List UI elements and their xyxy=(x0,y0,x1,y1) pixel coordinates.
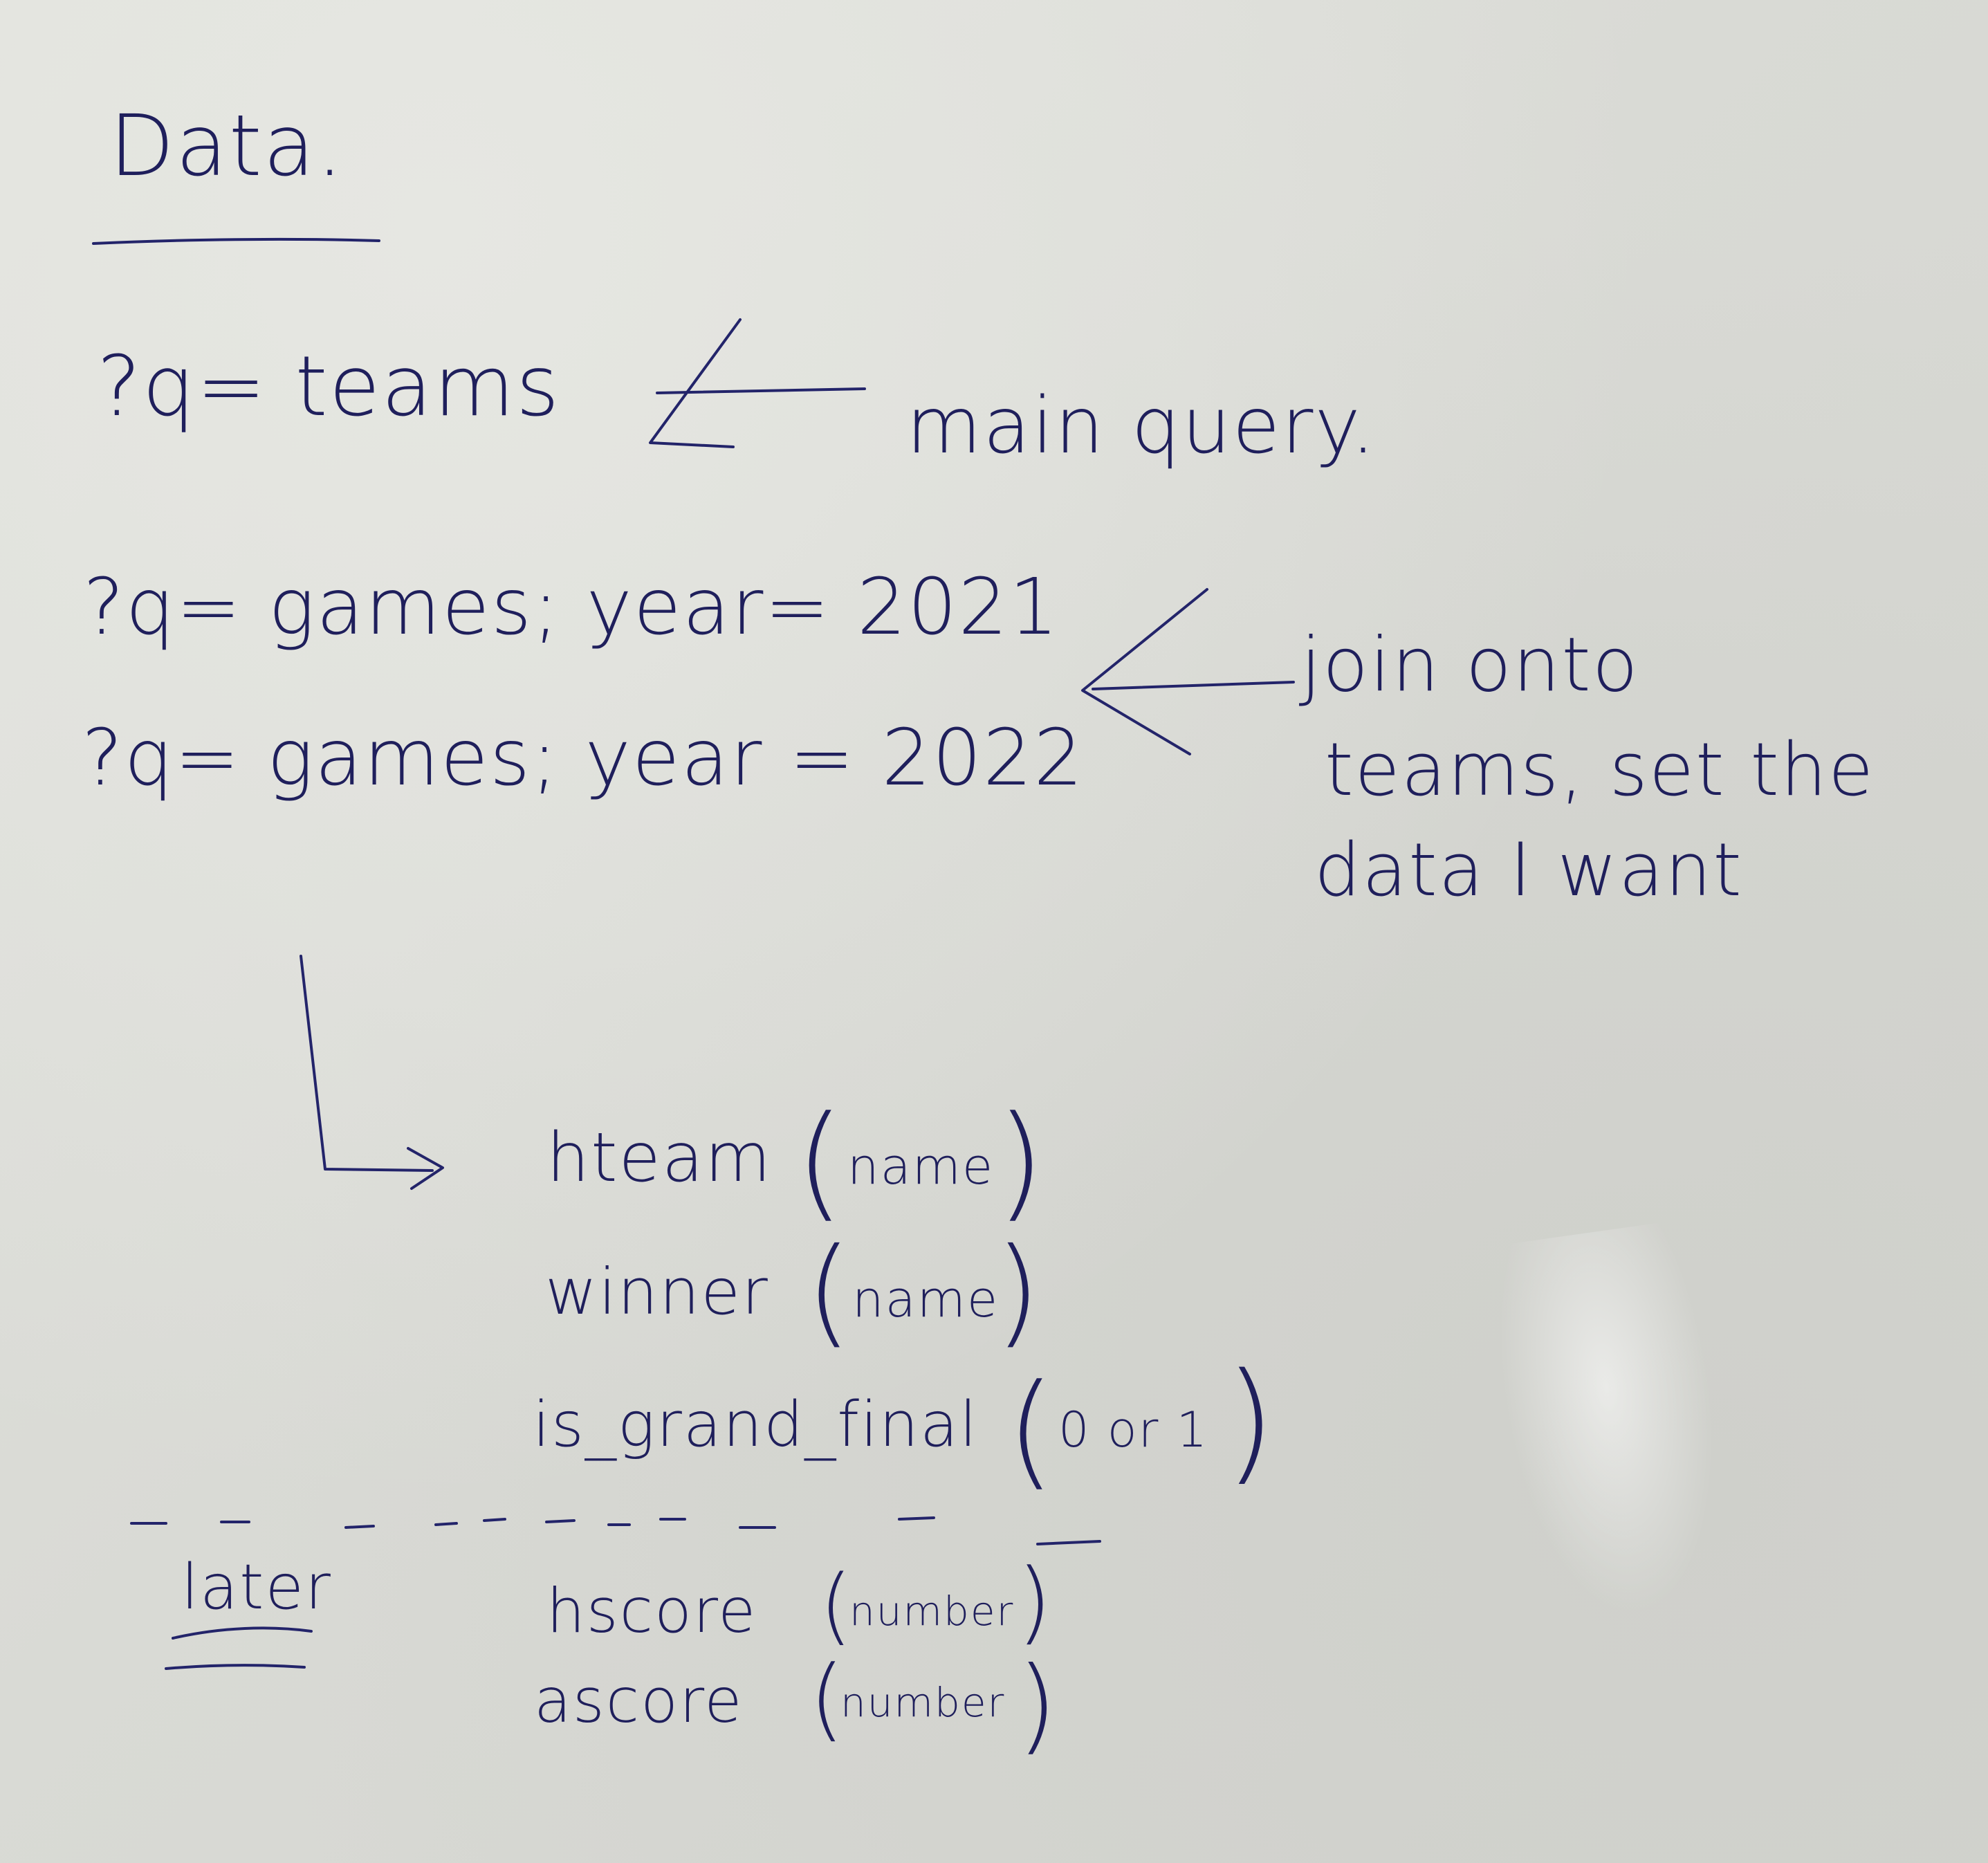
field-ascore-type: number xyxy=(840,1679,1006,1726)
join-arrow xyxy=(1081,588,1208,755)
paren-open: ( xyxy=(820,1558,852,1654)
paren-open: ( xyxy=(809,1646,845,1751)
field-hteam: hteam xyxy=(546,1119,773,1197)
dash xyxy=(545,1519,576,1523)
dash xyxy=(898,1516,935,1521)
paren-close: ) xyxy=(995,1223,1041,1360)
l-arrow-head xyxy=(407,1147,444,1190)
paren-open: ( xyxy=(795,1090,845,1234)
page-title: Data. xyxy=(109,97,345,195)
join-note-line-3: data I want xyxy=(1314,827,1743,912)
field-hscore-type: number xyxy=(849,1588,1015,1635)
field-is-grand-final-type: 0 or 1 xyxy=(1058,1402,1209,1458)
l-arrow xyxy=(300,955,434,1172)
later-underline xyxy=(172,1626,313,1640)
dash xyxy=(344,1525,375,1529)
join-arrow-shaft xyxy=(1092,681,1295,690)
later-underline-2 xyxy=(165,1664,306,1670)
paren-close: ) xyxy=(1017,1549,1052,1654)
field-hscore: hscore xyxy=(546,1575,757,1646)
main-query-arrow xyxy=(649,318,742,448)
paren-close: ) xyxy=(1224,1345,1276,1498)
paren-close: ) xyxy=(1017,1645,1058,1765)
games-2022-query: ?q= games; year = 2022 xyxy=(82,713,1085,803)
dash xyxy=(434,1522,458,1526)
heading-underline xyxy=(92,237,380,245)
join-note-line-2: teams, set the xyxy=(1325,727,1875,812)
dash xyxy=(1036,1540,1101,1545)
field-is-grand-final: is_grand_final xyxy=(533,1388,979,1461)
field-hteam-type: name xyxy=(847,1137,995,1195)
main-query-note: main query. xyxy=(906,381,1377,471)
dash xyxy=(483,1518,506,1522)
main-query-line: ?q= teams xyxy=(97,339,561,435)
join-note-line-1: join onto xyxy=(1300,622,1639,708)
main-query-arrow-shaft xyxy=(656,387,866,394)
paren-open: ( xyxy=(806,1223,852,1360)
paren-close: ) xyxy=(996,1090,1045,1234)
games-2021-query: ?q= games; year= 2021 xyxy=(83,562,1060,652)
paren-open: ( xyxy=(1006,1358,1056,1503)
later-label: later xyxy=(181,1551,332,1624)
field-winner: winner xyxy=(545,1255,769,1329)
field-winner-type: name xyxy=(852,1270,1000,1328)
field-ascore: ascore xyxy=(534,1665,744,1736)
